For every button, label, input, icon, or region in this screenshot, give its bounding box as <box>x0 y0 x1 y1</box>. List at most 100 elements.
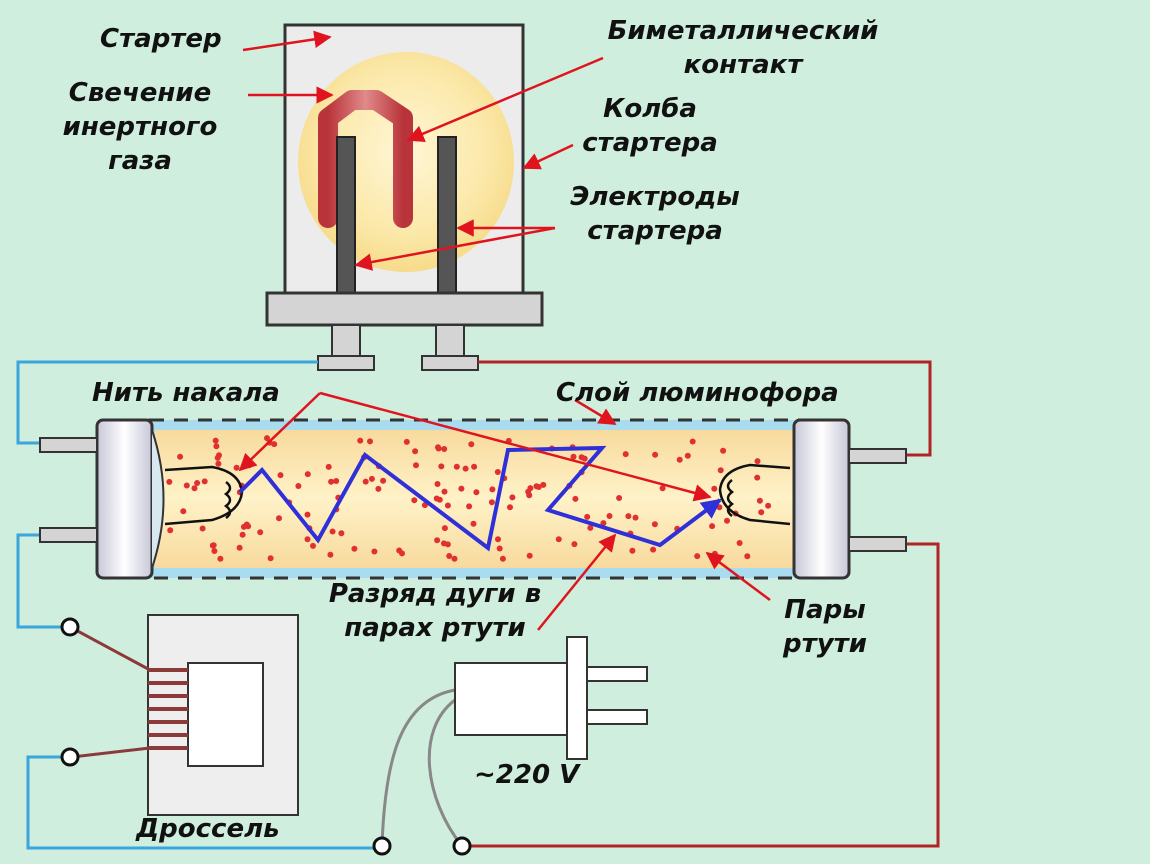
mercury-dot <box>466 503 473 510</box>
starter-electrode-right <box>437 136 457 296</box>
label-choke: Дроссель <box>136 814 280 844</box>
mercury-dot <box>304 511 311 518</box>
label-starter-electrodes: Электроды стартера <box>570 182 740 246</box>
mercury-dot <box>489 486 496 493</box>
mercury-dot <box>304 536 311 543</box>
mercury-dot <box>509 494 516 501</box>
tube-body <box>145 420 805 578</box>
mercury-dot <box>396 547 403 554</box>
wire-gray-plug-1 <box>380 688 456 847</box>
mercury-dot <box>526 492 533 499</box>
mercury-dot <box>716 504 723 511</box>
plug-flange <box>566 636 588 760</box>
label-bimetallic-contact: Биметаллический контакт <box>607 16 879 80</box>
mercury-dot <box>239 531 246 538</box>
mercury-dot <box>329 528 336 535</box>
fluorescent-tube <box>39 418 907 580</box>
mercury-dot <box>684 452 691 459</box>
mercury-dot <box>458 485 465 492</box>
mercury-dot <box>371 548 378 555</box>
arrow-filament-left <box>238 392 321 472</box>
arrow-starter <box>242 30 332 52</box>
arrow-phosphor <box>574 398 617 426</box>
mercury-dot <box>209 542 216 549</box>
mercury-dot <box>462 465 469 472</box>
mercury-dot <box>587 524 594 531</box>
mercury-dot <box>606 513 613 519</box>
mercury-dot <box>570 453 577 460</box>
mercury-dot <box>441 525 448 532</box>
label-inert-gas-glow: Свечение инертного газа <box>62 78 218 176</box>
mercury-dot <box>471 463 478 470</box>
arrow-bulb <box>522 143 574 170</box>
wire-red-starter-to-lamp <box>478 360 932 457</box>
mercury-dot <box>488 499 495 506</box>
mercury-dot <box>217 555 224 562</box>
mercury-dot <box>676 456 683 463</box>
lamp-end-cap-left <box>95 418 154 580</box>
mercury-dot <box>533 483 540 490</box>
mercury-dot <box>295 483 302 489</box>
mercury-dot <box>540 481 547 488</box>
wire-gray-plug-2 <box>427 698 464 847</box>
mercury-dot <box>651 521 658 528</box>
mercury-dot <box>756 497 763 504</box>
mercury-dot <box>327 551 334 558</box>
lamp-pin-right-top <box>848 448 907 464</box>
label-phosphor-layer: Слой люминофора <box>556 378 839 408</box>
mercury-dot <box>403 438 410 445</box>
lamp-end-cap-right <box>792 418 851 580</box>
mercury-dot <box>451 555 458 562</box>
mercury-dot <box>720 447 727 454</box>
mercury-dot <box>167 527 174 534</box>
choke-core-window <box>187 662 264 767</box>
mercury-dot <box>440 540 447 547</box>
mercury-dot <box>622 451 629 458</box>
label-starter: Стартер <box>100 24 222 54</box>
wiring <box>16 360 940 850</box>
mercury-dot <box>526 552 533 559</box>
starter-pin-right-foot <box>421 355 479 371</box>
mercury-dot <box>659 485 666 492</box>
mercury-dot <box>625 513 632 520</box>
label-starter-bulb: Колба стартера <box>582 94 718 158</box>
mercury-dot <box>177 453 184 460</box>
arrow-vapor <box>705 551 771 602</box>
choke-terminal-bottom <box>60 747 80 767</box>
mercury-dot <box>191 485 198 492</box>
mercury-dot <box>650 546 657 553</box>
mercury-dot <box>216 452 222 459</box>
mercury-dot <box>264 435 270 442</box>
lamp-pin-left-top <box>39 437 98 453</box>
mercury-dot <box>572 495 579 502</box>
mercury-dot <box>652 451 659 458</box>
mercury-dot <box>694 553 701 560</box>
mercury-dot <box>338 530 345 537</box>
choke-coil <box>148 668 188 750</box>
mercury-dot <box>744 553 751 560</box>
mercury-dot <box>571 541 578 548</box>
mercury-dot <box>435 445 442 452</box>
mercury-dot <box>717 467 724 474</box>
mercury-dot <box>507 504 513 511</box>
choke <box>60 614 299 816</box>
mercury-dot <box>368 475 375 482</box>
mercury-dot <box>236 544 243 551</box>
mercury-dot <box>444 502 451 509</box>
mercury-dot <box>212 437 219 444</box>
terminal-blue <box>372 836 392 856</box>
mercury-dot <box>215 460 222 467</box>
mercury-dot <box>711 485 718 492</box>
mercury-dot <box>257 529 264 536</box>
arc-discharge <box>238 445 722 552</box>
mercury-dot <box>194 480 201 486</box>
mercury-dot <box>411 497 418 504</box>
pointer-arrows <box>238 30 771 631</box>
mercury-dot <box>470 520 477 527</box>
mercury-dot <box>304 471 311 478</box>
mercury-dot <box>367 438 373 445</box>
mercury-dot <box>616 495 623 501</box>
lamp-pin-right-bottom <box>848 536 907 552</box>
mercury-dot <box>333 478 340 484</box>
